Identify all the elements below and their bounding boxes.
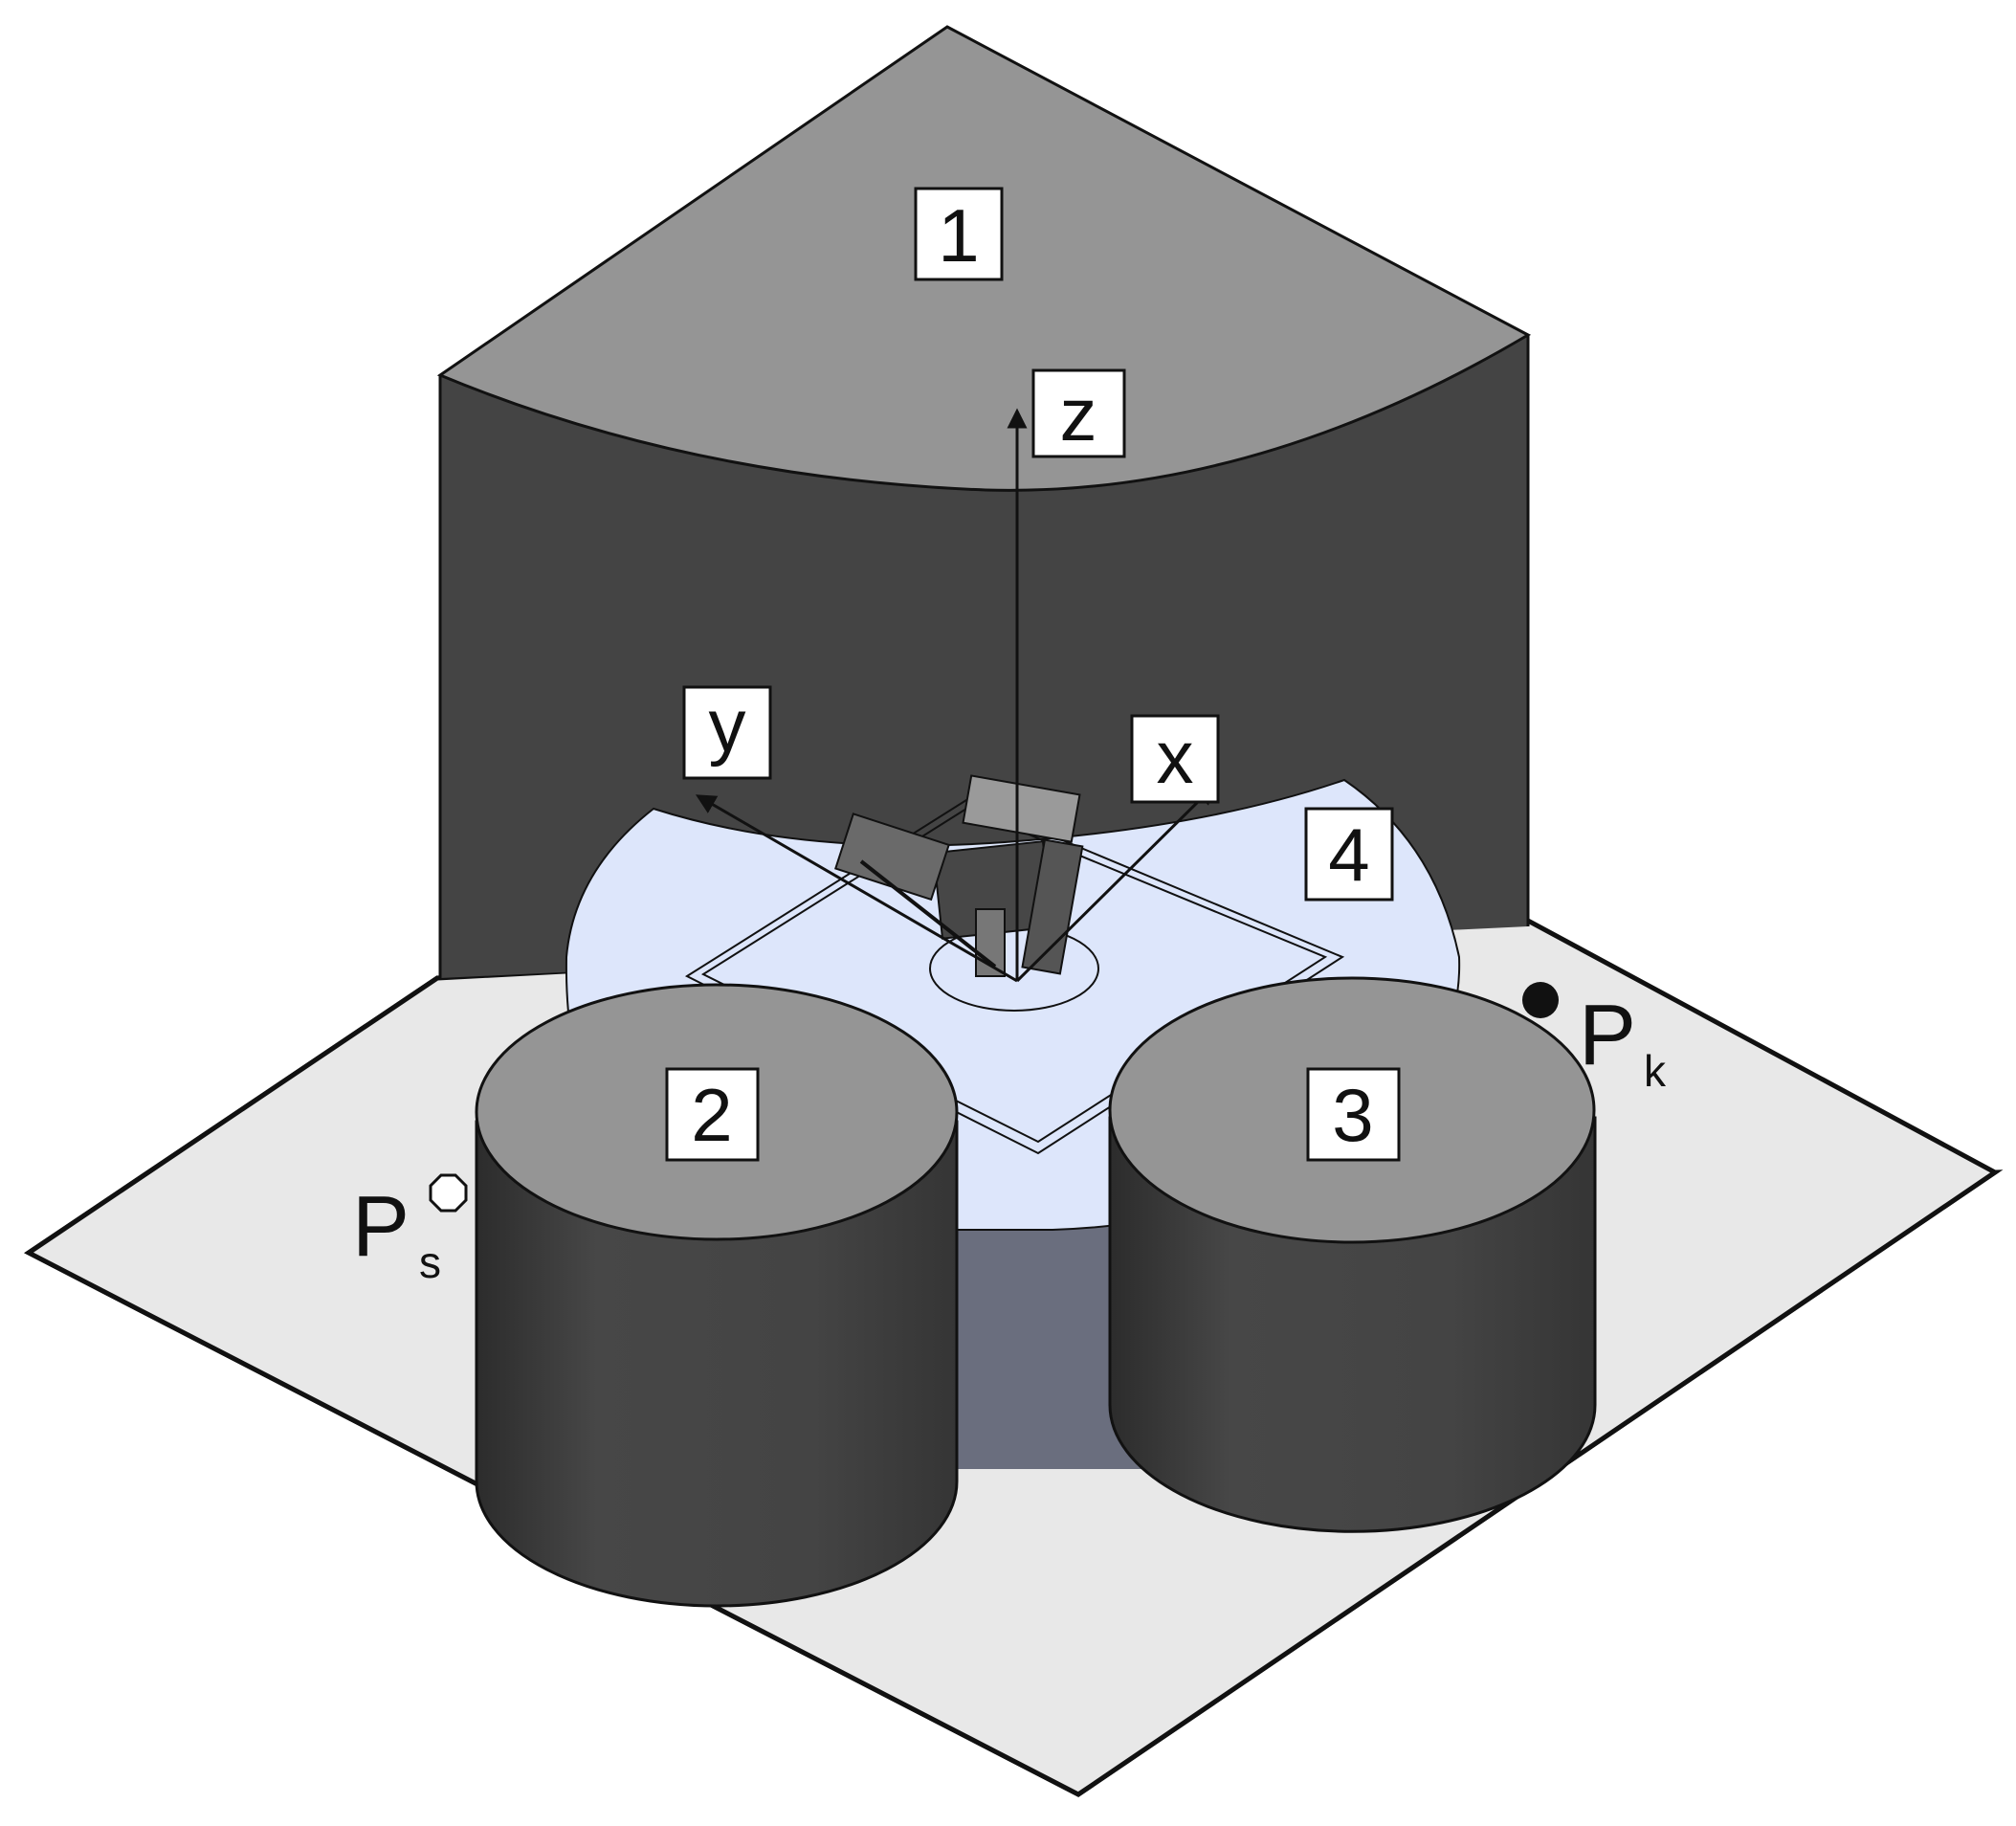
axis-x-line	[1015, 784, 1216, 983]
label-1: 1	[914, 187, 1004, 281]
robot-model	[834, 774, 1084, 977]
obstacle-3	[1108, 976, 1597, 1533]
label-2: 2	[665, 1067, 760, 1162]
label-4: 4	[1304, 807, 1394, 902]
obstacle-2-side	[475, 1120, 959, 1608]
start-point-subscript: s	[419, 1237, 441, 1287]
label-x: x	[1130, 714, 1220, 804]
end-point-letter: P	[1579, 988, 1636, 1083]
platform-pedestal	[933, 1187, 1153, 1469]
label-1-text: 1	[938, 193, 979, 278]
label-4-text: 4	[1328, 813, 1369, 897]
axis-y-label: y	[709, 683, 746, 768]
end-point: P k	[1522, 982, 1667, 1096]
label-3-text: 3	[1332, 1073, 1373, 1157]
label-2-text: 2	[691, 1073, 732, 1157]
axis-x-label: x	[1157, 715, 1194, 799]
start-point-marker	[429, 1173, 468, 1213]
label-y: y	[682, 683, 772, 780]
start-point: P s	[352, 1173, 468, 1287]
axis-y-line	[695, 794, 1018, 983]
coordinate-axes	[695, 408, 1216, 983]
end-point-marker	[1522, 982, 1559, 1018]
obstacle-2	[475, 983, 959, 1608]
label-z: z	[1031, 368, 1126, 458]
axis-z-label: z	[1060, 372, 1097, 456]
obstacle-1-outline	[438, 335, 1530, 978]
end-point-subscript: k	[1644, 1046, 1667, 1096]
label-3: 3	[1306, 1067, 1401, 1162]
start-point-letter: P	[352, 1179, 410, 1275]
